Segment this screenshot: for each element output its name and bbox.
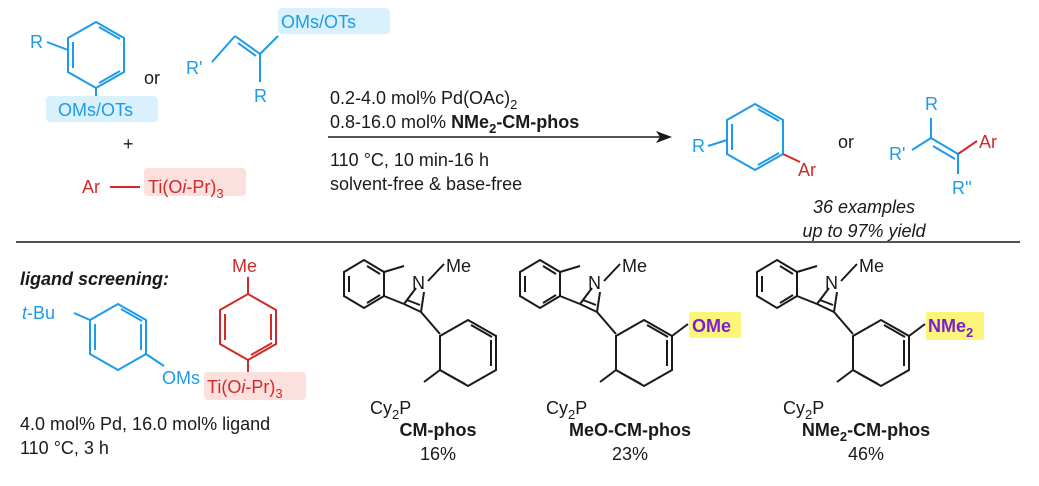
or-label-2: or [838, 132, 854, 152]
ligand-meo-cm-phos: N Me OMe Cy2P [519, 256, 741, 422]
condition-solvent: solvent-free & base-free [330, 174, 522, 194]
n-label: N [588, 273, 601, 293]
vinyl-leaving-group: OMs/OTs [281, 12, 356, 32]
me-label: Me [859, 256, 884, 276]
vinyl-sulfonate-structure: R' R [186, 35, 279, 106]
titanium-screening-label: Ti(Oi-Pr)3 [207, 377, 283, 401]
or-label-1: or [144, 68, 160, 88]
product2-r-label: R [925, 94, 938, 114]
condition-ligand: 0.8-16.0 mol% NMe2-CM-phos [330, 112, 579, 136]
cy2p-label: Cy2P [783, 398, 824, 422]
ligand-yield-cm-phos: 16% [420, 444, 456, 464]
arrow-head-icon [656, 131, 672, 143]
aryl-sulfonate-structure: R [30, 20, 125, 104]
product-ar-label: Ar [798, 160, 816, 180]
me-label: Me [622, 256, 647, 276]
ar-label: Ar [82, 177, 100, 197]
nme2-group-label: NMe2 [928, 316, 973, 340]
oms-label: OMs [162, 368, 200, 388]
r-prime-label: R' [186, 58, 202, 78]
plus-sign: + [123, 134, 134, 154]
ligand-name-cm-phos: CM-phos [400, 420, 477, 440]
alkene-product-structure: R R' Ar R'' [889, 94, 997, 198]
tbu-aryl-mesylate-structure: t-Bu OMs [22, 302, 200, 388]
titanium-reagent: Ti(Oi-Pr)3 [148, 177, 224, 201]
ligand-name-meo-cm-phos: MeO-CM-phos [569, 420, 691, 440]
tbu-label: t-Bu [22, 303, 55, 323]
product2-rprime-label: R' [889, 144, 905, 164]
me-top-label: Me [232, 256, 257, 276]
product2-ar-label: Ar [979, 132, 997, 152]
highlight-aryl-sulfonate [46, 96, 158, 122]
max-yield: up to 97% yield [802, 221, 926, 241]
ligand-name-nme2-cm-phos: NMe2-CM-phos [802, 420, 930, 444]
examples-count: 36 examples [813, 197, 915, 217]
n-label: N [412, 273, 425, 293]
n-label: N [825, 273, 838, 293]
screening-condition-1: 4.0 mol% Pd, 16.0 mol% ligand [20, 414, 270, 434]
highlight-vinyl-sulfonate [278, 8, 390, 34]
ligand-cm-phos: N Me Cy2P [343, 256, 497, 422]
ligand-yield-meo-cm-phos: 23% [612, 444, 648, 464]
highlight-titanium-screening [204, 372, 306, 400]
highlight-ome [689, 312, 741, 338]
aryl-leaving-group: OMs/OTs [58, 100, 133, 120]
highlight-nme2 [926, 312, 984, 340]
me-label: Me [446, 256, 471, 276]
ligand-nme2-cm-phos: N Me NMe2 Cy2P [756, 256, 984, 422]
screening-condition-2: 110 °C, 3 h [20, 438, 109, 458]
ome-group-label: OMe [692, 316, 731, 336]
cy2p-label: Cy2P [370, 398, 411, 422]
biaryl-product-structure: R Ar [692, 102, 816, 180]
r-vinyl-label: R [254, 86, 267, 106]
product-r-label: R [692, 136, 705, 156]
ligand-screening-heading: ligand screening: [20, 269, 169, 289]
tolyl-titanium-structure: Me [219, 256, 277, 372]
cy2p-label: Cy2P [546, 398, 587, 422]
product2-rdoubleprime-label: R'' [952, 178, 972, 198]
condition-temperature: 110 °C, 10 min-16 h [330, 150, 489, 170]
r-label: R [30, 32, 43, 52]
condition-catalyst: 0.2-4.0 mol% Pd(OAc)2 [330, 88, 517, 112]
ligand-yield-nme2-cm-phos: 46% [848, 444, 884, 464]
highlight-titanium-reagent [144, 168, 246, 196]
